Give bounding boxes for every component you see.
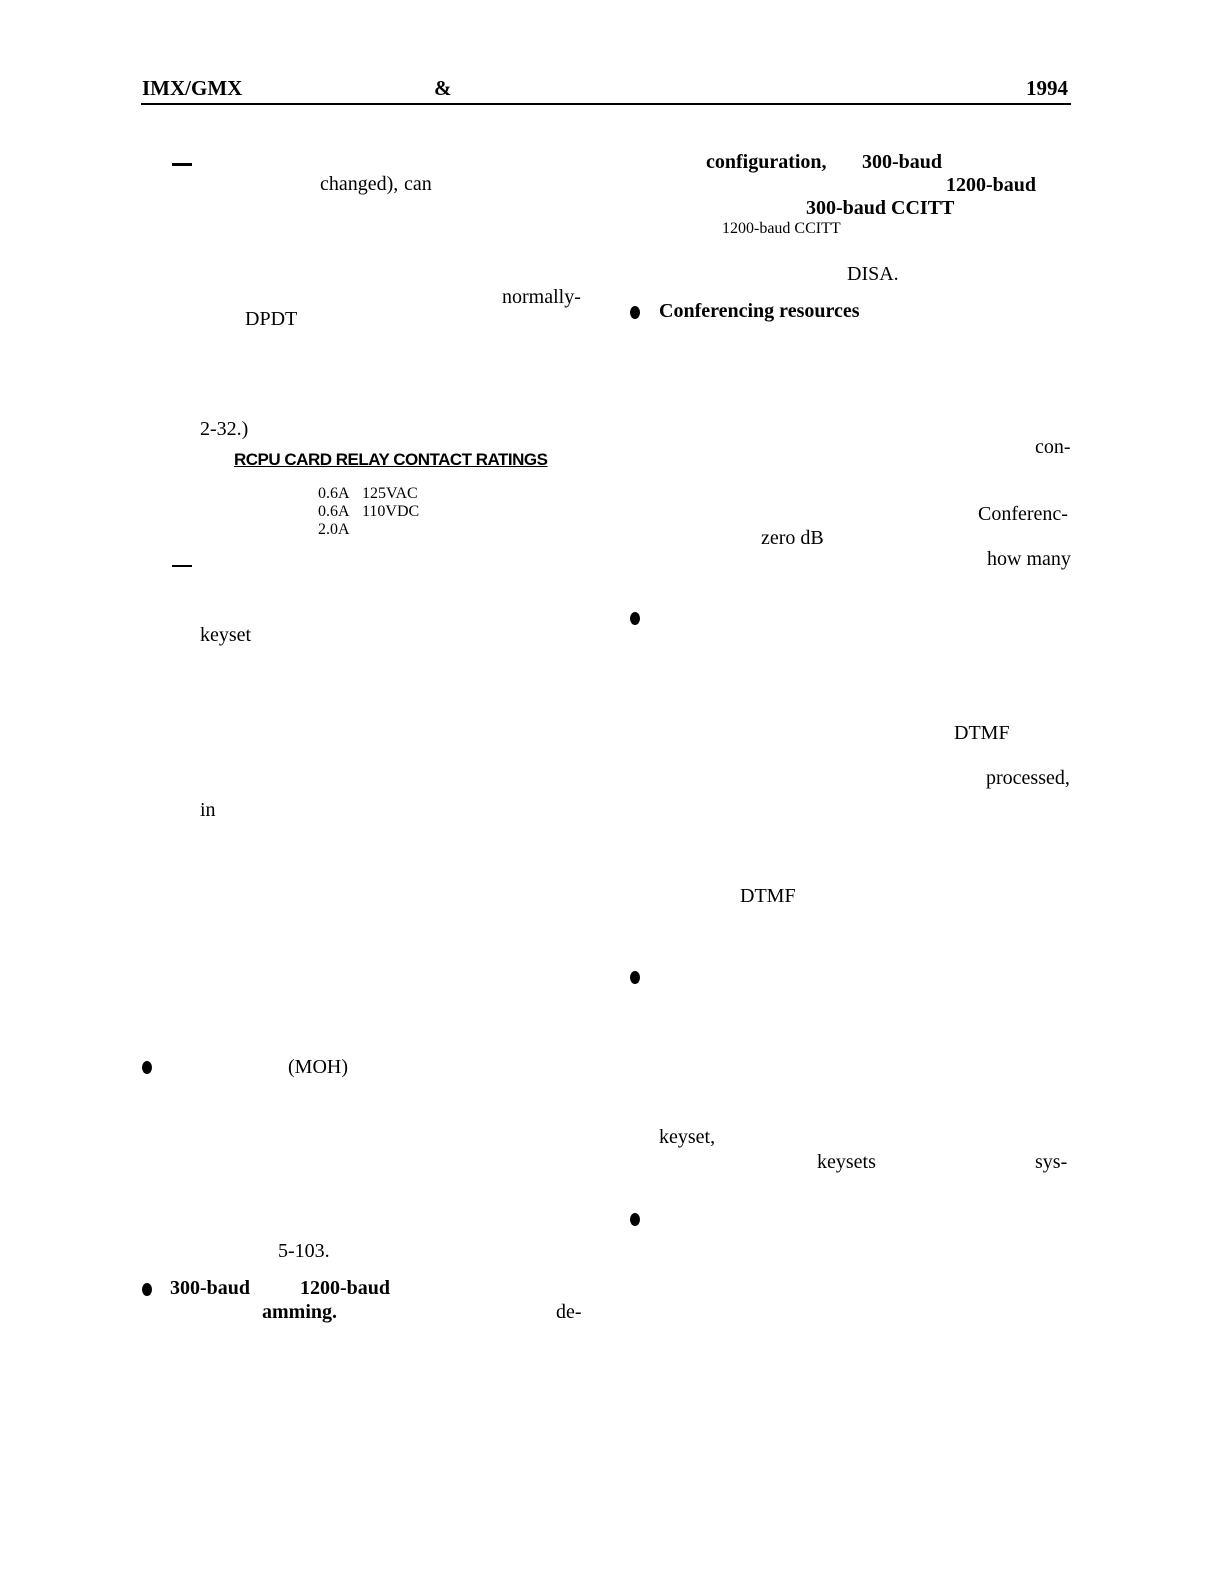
text-keyset-r: keyset,: [659, 1126, 716, 1148]
bullet-icon: [630, 971, 640, 984]
rating-amps-1: 0.6A: [318, 485, 350, 502]
dash-marker: [172, 163, 192, 166]
text-disa: DISA.: [847, 263, 899, 285]
text-figure-ref: 2-32.): [200, 418, 249, 440]
text-changed: changed),: [320, 173, 399, 195]
text-conferencing-resources: Conferencing resources: [659, 300, 860, 322]
text-sys: sys-: [1035, 1151, 1068, 1173]
text-300-baud: 300-baud: [170, 1277, 251, 1299]
text-300-baud-r: 300-baud: [862, 151, 943, 173]
text-amming: amming.: [262, 1301, 337, 1323]
text-300-baud-ccitt: 300-baud CCITT: [806, 197, 955, 219]
header-right: 1994: [1026, 76, 1068, 100]
table-title: RCPU CARD RELAY CONTACT RATINGS: [234, 450, 548, 469]
text-conferenc: Conferenc-: [978, 503, 1068, 525]
text-processed: processed,: [986, 767, 1070, 789]
text-normally: normally-: [502, 286, 581, 308]
text-con: con-: [1035, 436, 1071, 458]
dash-marker: [172, 565, 192, 567]
text-in: in: [200, 799, 216, 821]
bullet-icon: [630, 1213, 640, 1226]
rating-amps-3: 2.0A: [318, 521, 350, 538]
text-how-many: how many: [987, 548, 1071, 570]
bullet-icon: [142, 1061, 152, 1074]
text-dpdt: DPDT: [245, 308, 298, 330]
text-keysets: keysets: [817, 1151, 876, 1173]
text-zero-db: zero dB: [761, 527, 824, 549]
bullet-icon: [630, 612, 640, 625]
header-center: &: [434, 76, 452, 100]
text-configuration: configuration,: [706, 151, 827, 173]
text-dtmf-a: DTMF: [954, 722, 1010, 744]
header-rule: [141, 103, 1071, 105]
text-1200-baud-r: 1200-baud: [946, 174, 1037, 196]
text-1200-baud: 1200-baud: [300, 1277, 391, 1299]
text-moh: (MOH): [288, 1056, 348, 1078]
rating-amps-2: 0.6A: [318, 503, 350, 520]
rating-volts-1: 125VAC: [362, 485, 418, 502]
header-left: IMX/GMX: [142, 76, 243, 100]
rating-volts-2: 110VDC: [362, 503, 420, 520]
text-dtmf-b: DTMF: [740, 885, 796, 907]
text-can: can: [404, 173, 432, 195]
text-de: de-: [556, 1301, 582, 1323]
text-keyset: keyset: [200, 624, 252, 646]
bullet-icon: [142, 1283, 152, 1296]
text-page-ref: 5-103.: [278, 1240, 330, 1262]
bullet-icon: [630, 306, 640, 319]
text-1200-baud-ccitt: 1200-baud CCITT: [722, 220, 841, 237]
